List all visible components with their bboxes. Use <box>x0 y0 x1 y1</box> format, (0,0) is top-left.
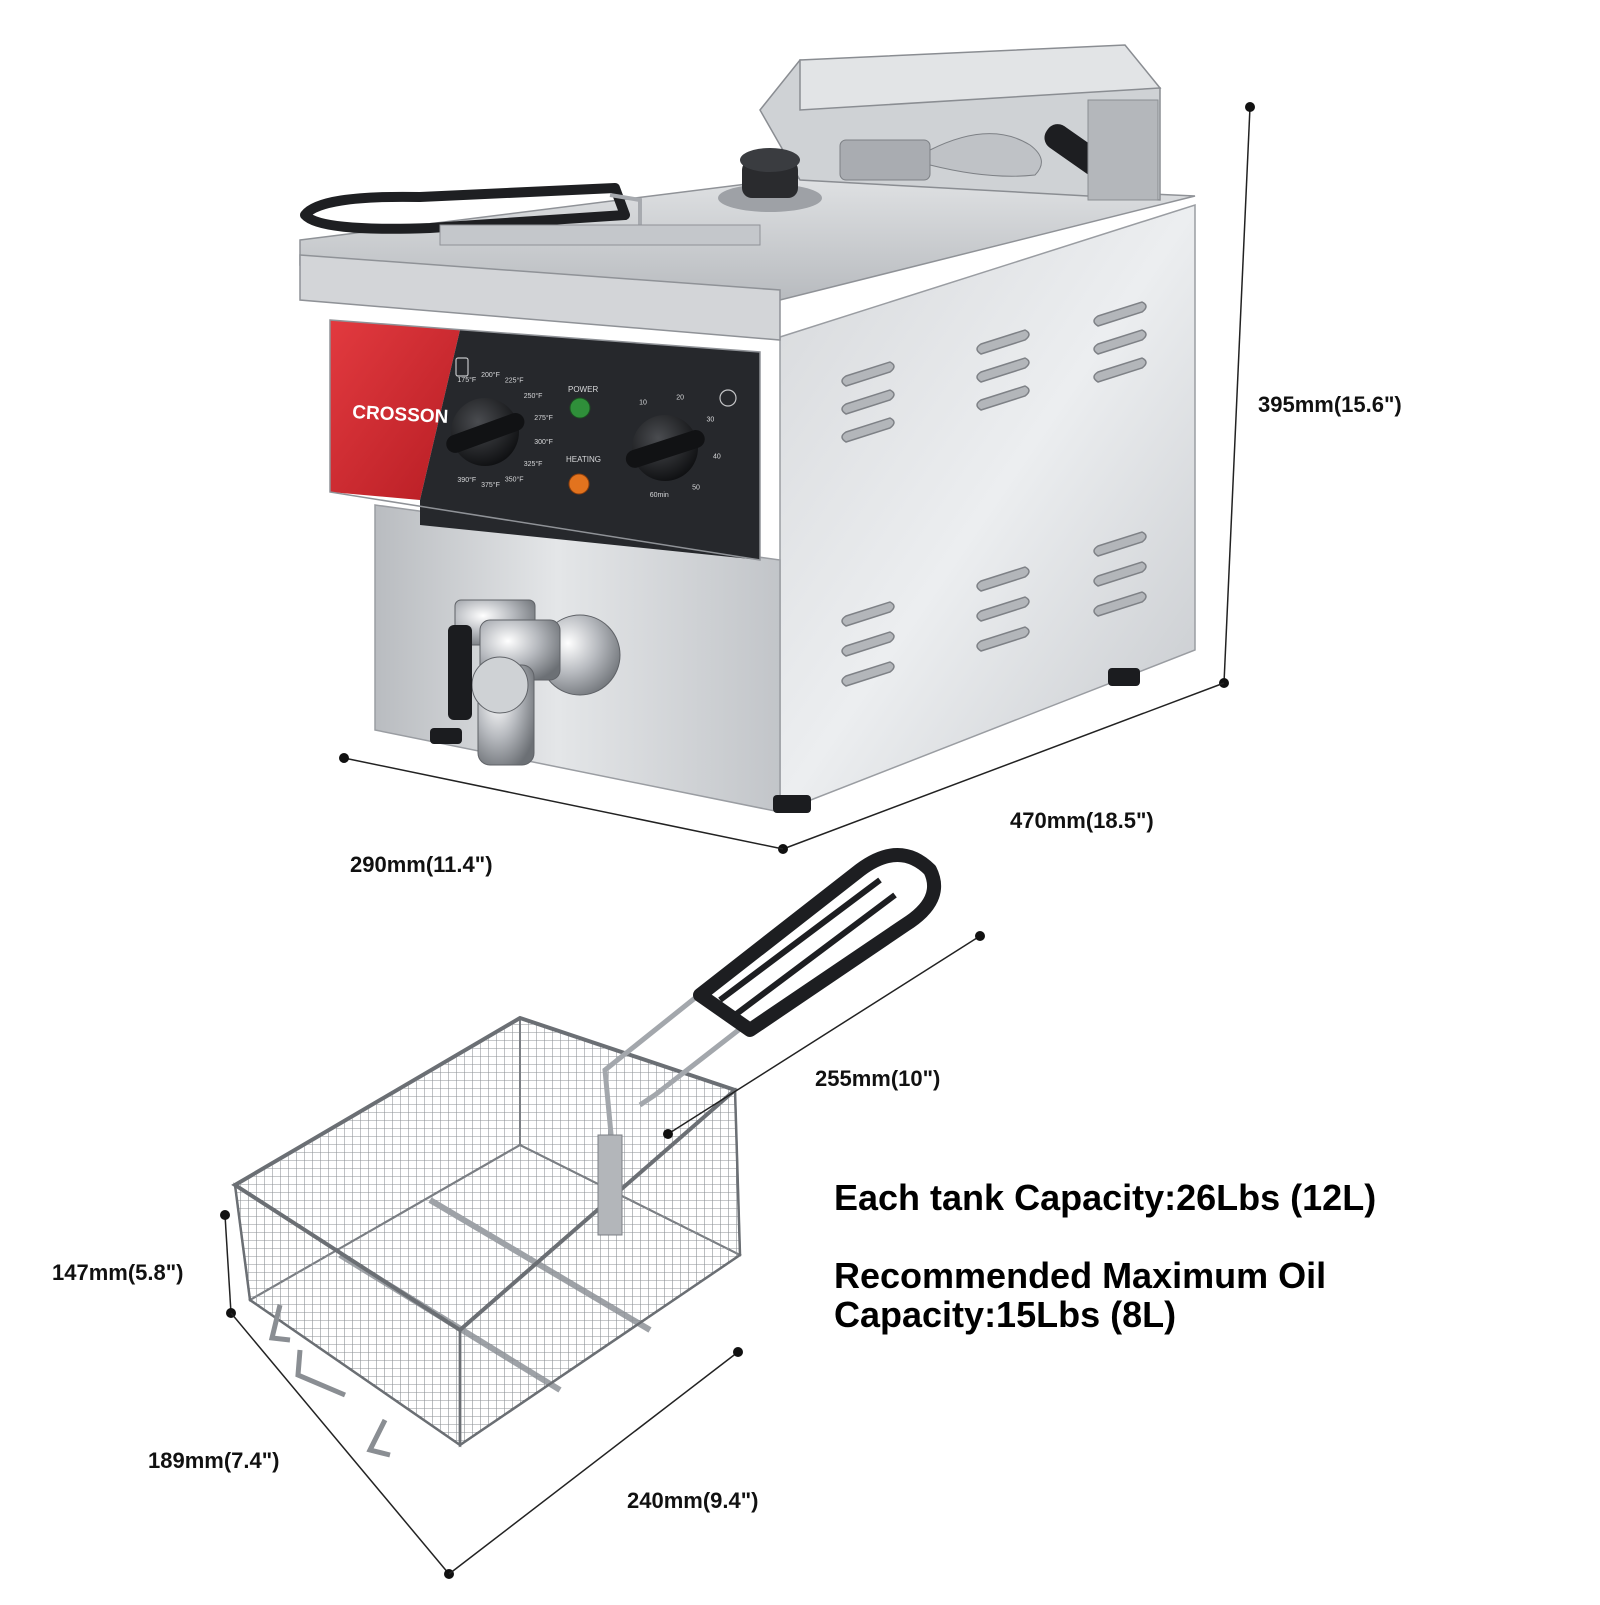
fryer-dimension-lines <box>339 102 1255 854</box>
basket-handle-grip <box>693 848 941 1037</box>
basket-dimension-lines <box>220 931 985 1579</box>
fryer-basket-handle-top <box>300 183 761 246</box>
basket-length-label: 240mm(9.4") <box>627 1488 759 1513</box>
dial-tick-label: 50 <box>692 485 700 492</box>
vent-slot <box>841 601 895 627</box>
fryer-foot <box>773 795 811 813</box>
vent-slot <box>1093 357 1147 383</box>
vent-slot <box>1093 531 1147 557</box>
vent-slot <box>841 631 895 657</box>
max-oil-capacity-line1: Recommended Maximum Oil <box>834 1255 1327 1296</box>
timer-scale: 10 20 30 40 50 60min <box>639 395 721 500</box>
basket-height-label: 147mm(5.8") <box>52 1260 184 1285</box>
dial-tick-label: 20 <box>676 395 684 402</box>
fryer-side-panel <box>779 203 1196 814</box>
fry-basket <box>231 988 747 1458</box>
dial-tick-label: 200°F <box>481 371 500 379</box>
vent-slot <box>1093 329 1147 355</box>
heating-indicator-light <box>568 473 590 495</box>
tank-capacity-text: Each tank Capacity:26Lbs (12L) <box>834 1177 1377 1218</box>
basket-width-label: 189mm(7.4") <box>148 1448 280 1473</box>
basket-handle-label: 255mm(10") <box>815 1066 941 1091</box>
brand-red-panel <box>330 320 460 500</box>
fryer-depth-label: 470mm(18.5") <box>1010 808 1154 833</box>
brand-logo: CROSSON <box>352 402 449 428</box>
dial-tick-label: 60min <box>650 492 669 499</box>
vent-slot <box>976 596 1030 622</box>
vent-slot <box>841 661 895 687</box>
dial-tick-label: 40 <box>713 453 721 460</box>
vent-slot <box>976 566 1030 592</box>
control-panel <box>420 330 760 560</box>
dial-tick-label: 175°F <box>457 376 476 384</box>
lid-knob <box>718 148 822 212</box>
vent-slot <box>841 389 895 415</box>
timer-icon <box>719 389 737 407</box>
thermometer-icon <box>455 357 469 377</box>
vent-slot <box>976 329 1030 355</box>
dial-tick-label: 350°F <box>505 475 524 483</box>
vent-slot <box>841 361 895 387</box>
vent-slot <box>976 626 1030 652</box>
vent-slot <box>1093 301 1147 327</box>
vent-slot <box>1093 561 1147 587</box>
fryer-foot <box>1108 668 1140 686</box>
heating-label: HEATING <box>566 455 601 464</box>
dial-tick-label: 390°F <box>457 476 476 484</box>
vent-slot <box>841 417 895 443</box>
dial-tick-label: 30 <box>707 417 715 424</box>
timer-dial[interactable] <box>624 415 708 481</box>
dial-tick-label: 300°F <box>534 438 553 446</box>
vent-slot <box>976 357 1030 383</box>
side-vents <box>841 301 1147 687</box>
drain-valve <box>448 599 621 766</box>
fryer-height-label: 395mm(15.6") <box>1258 392 1402 417</box>
dial-tick-label: 10 <box>639 400 647 407</box>
dial-tick-label: 375°F <box>481 481 500 489</box>
power-label: POWER <box>568 385 598 394</box>
fryer-width-label: 290mm(11.4") <box>350 852 493 877</box>
temperature-dial[interactable] <box>444 398 527 466</box>
vent-slot <box>1093 591 1147 617</box>
heating-element-housing <box>759 44 1162 201</box>
fryer-foot <box>430 728 462 744</box>
max-oil-capacity-line2: Capacity:15Lbs (8L) <box>834 1294 1177 1335</box>
fryer-top-lip <box>299 254 781 341</box>
dial-tick-label: 225°F <box>505 377 524 385</box>
vent-slot <box>976 385 1030 411</box>
dial-tick-label: 250°F <box>524 392 543 400</box>
dial-tick-label: 275°F <box>534 414 553 422</box>
dial-tick-label: 325°F <box>524 460 543 468</box>
power-indicator-light <box>569 397 591 419</box>
